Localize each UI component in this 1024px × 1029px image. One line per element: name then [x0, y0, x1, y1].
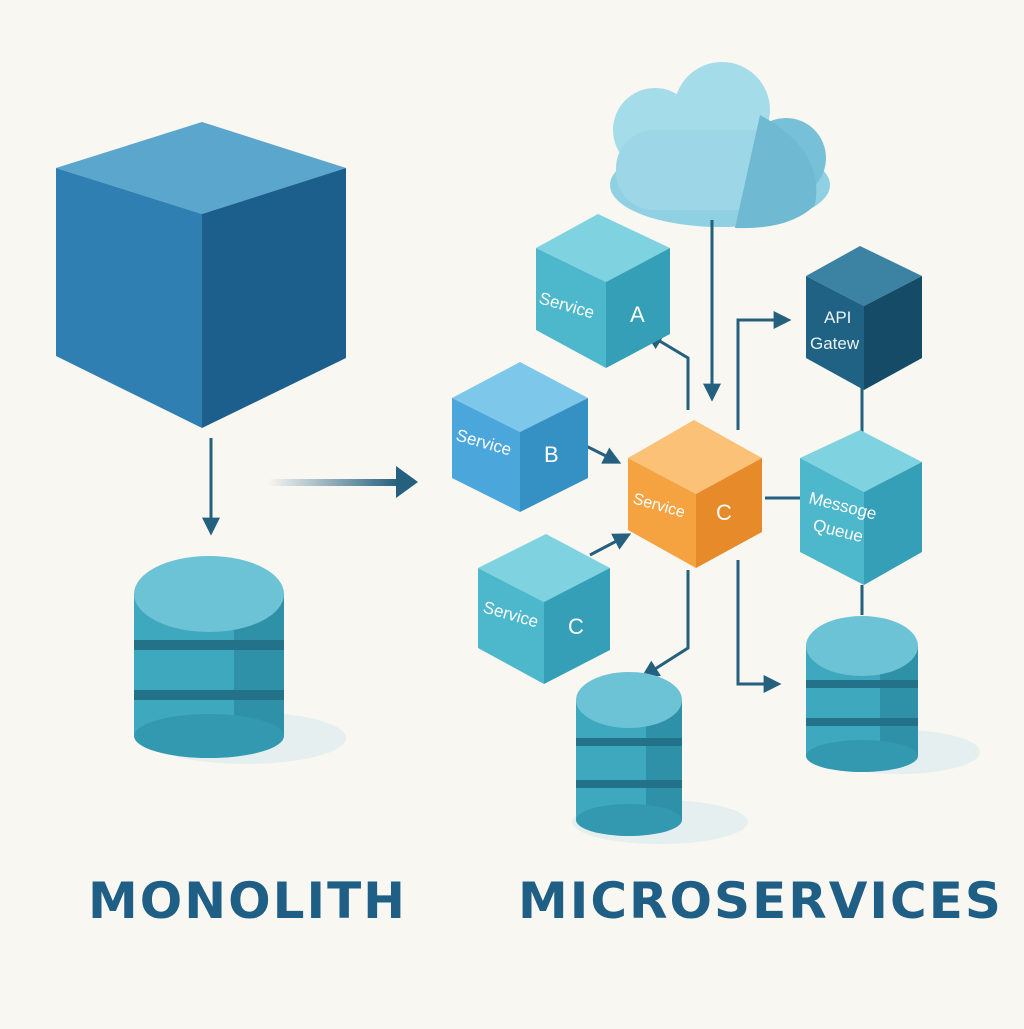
service-a-node: Service A — [536, 214, 670, 368]
api-gateway-line1: API — [824, 308, 851, 327]
monolith-caption: MONOLITH — [88, 872, 408, 930]
monolith-database-icon — [134, 556, 346, 764]
service-database-2-icon — [806, 616, 980, 774]
cloud-icon — [610, 62, 830, 229]
service-c-hub-letter: C — [716, 500, 732, 525]
service-b-letter: B — [544, 442, 559, 467]
service-a-letter: A — [630, 302, 645, 327]
connector-lines — [583, 220, 864, 693]
api-gateway-node: API Gatew — [806, 246, 922, 390]
service-b-node: Service B — [452, 362, 588, 512]
service-c-small-node: Service C — [478, 534, 610, 684]
microservices-caption: MICROSERVICES — [518, 872, 1003, 930]
service-c-hub-node: Service C — [628, 420, 762, 568]
service-database-1-icon — [572, 672, 748, 844]
monolith-cube — [56, 122, 346, 428]
api-gateway-line2: Gatew — [810, 334, 860, 353]
service-c-small-letter: C — [568, 614, 584, 639]
transition-arrow — [268, 466, 418, 498]
message-queue-node: Messoge Queue — [800, 430, 922, 585]
